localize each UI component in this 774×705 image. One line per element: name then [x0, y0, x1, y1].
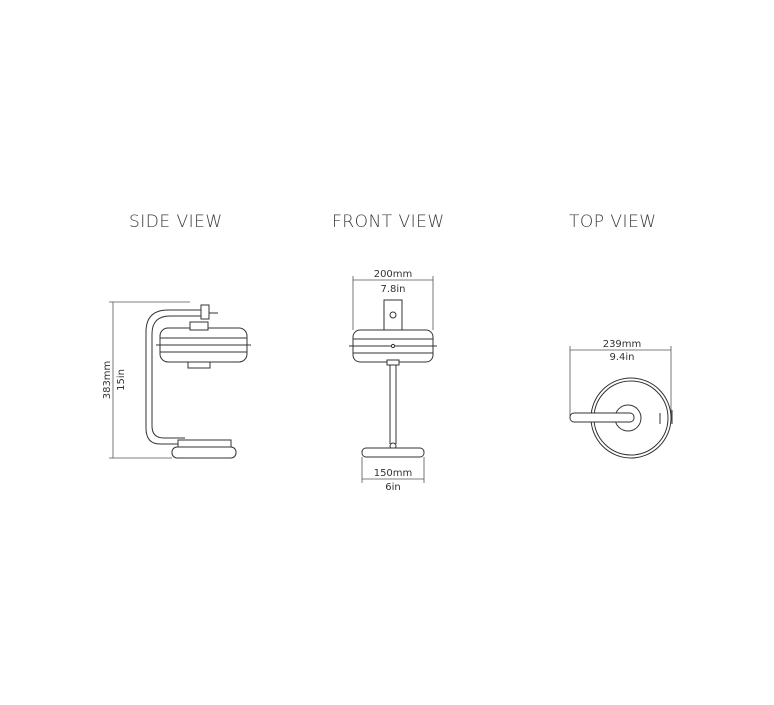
side-view-title: SIDE VIEW	[129, 212, 223, 232]
side-arm-inner	[151, 315, 203, 439]
top-view-lamp: 239mm 9.4in	[569, 339, 673, 459]
front-view-title: FRONT VIEW	[332, 212, 445, 232]
front-connector-block	[383, 299, 403, 331]
front-connector-knob	[389, 311, 397, 319]
front-shade-width-in: 7.8in	[380, 284, 405, 295]
front-view-lamp: 200mm 7.8in 150mm 6in	[349, 269, 437, 493]
side-height-mm: 383mm	[102, 361, 113, 400]
front-base-width-mm: 150mm	[374, 468, 413, 479]
top-depth-mm: 239mm	[603, 339, 642, 350]
side-base	[171, 446, 237, 459]
top-depth-in: 9.4in	[609, 352, 634, 363]
side-shade-bottom-cap	[187, 361, 211, 369]
front-stem-top-cap	[386, 359, 400, 366]
side-arm-end-cap	[200, 304, 210, 320]
side-view-lamp: 383mm 15in	[102, 301, 251, 459]
top-view-title: TOP VIEW	[569, 212, 657, 232]
side-height-in: 15in	[116, 369, 127, 391]
top-arm	[569, 412, 635, 423]
front-shade-center	[390, 343, 396, 349]
side-arm-outer	[145, 309, 203, 445]
front-base	[361, 447, 425, 458]
front-shade-width-mm: 200mm	[374, 269, 413, 280]
front-base-width-in: 6in	[385, 482, 400, 493]
side-base-top	[177, 439, 232, 448]
side-shade-collar	[189, 321, 209, 331]
